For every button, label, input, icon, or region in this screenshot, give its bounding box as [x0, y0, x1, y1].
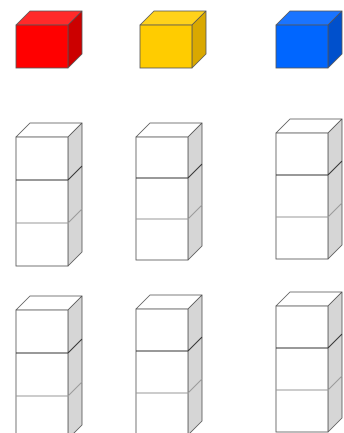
stack-side-face	[188, 123, 202, 260]
empty-stack-grid	[16, 119, 342, 433]
color-cube-row	[16, 11, 342, 68]
stack-row2-col1	[16, 296, 82, 433]
stack-row1-col3	[276, 119, 342, 259]
cube-front-face	[140, 25, 192, 68]
stack-front-face	[276, 306, 328, 432]
red-cube	[16, 11, 82, 68]
stack-front-face	[16, 137, 68, 266]
stack-row1-col2	[136, 123, 202, 260]
stack-row2-col3	[276, 292, 342, 432]
cube-front-face	[276, 25, 328, 68]
stack-row1-col1	[16, 123, 82, 266]
stack-side-face	[188, 295, 202, 433]
cube-front-face	[16, 25, 68, 68]
stack-front-face	[276, 133, 328, 259]
stack-front-face	[16, 310, 68, 433]
stack-side-face	[68, 296, 82, 433]
stack-side-face	[328, 292, 342, 432]
stack-side-face	[328, 119, 342, 259]
stack-front-face	[136, 309, 188, 433]
stack-row2-col2	[136, 295, 202, 433]
stack-front-face	[136, 137, 188, 260]
yellow-cube	[140, 11, 206, 68]
blue-cube	[276, 11, 342, 68]
stack-side-face	[68, 123, 82, 266]
